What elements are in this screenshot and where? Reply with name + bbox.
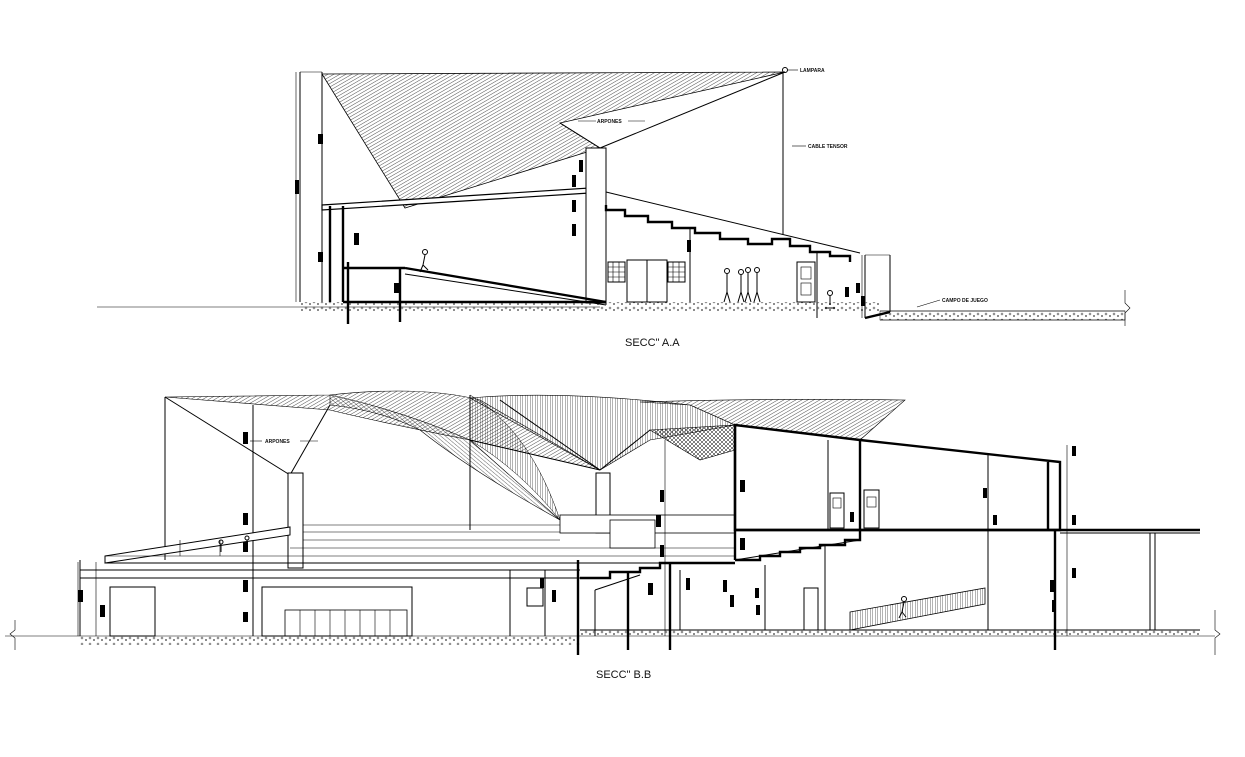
lamp-icon [782,67,788,73]
glazing-b [284,609,408,637]
ramp-railing-b [849,587,986,631]
label-trusses-a: ARPONES [597,119,622,125]
canopy-sail-b4 [639,399,906,441]
label-cable: CABLE TENSOR [808,144,848,150]
canopy-sail-a [321,71,786,209]
field-ground-a [879,310,1126,321]
section-b: ARPONES [5,390,1221,681]
canopy-sail-b2 [329,394,561,521]
section-a-title: SECC" A.A [625,337,680,349]
canopy-sail-b5 [649,424,736,461]
ground-strip-a [300,302,880,312]
people-figures-a [419,249,835,309]
label-lamp: LAMPARA [800,68,825,74]
person-figure-b [218,535,907,619]
label-field: CAMPO DE JUEGO [942,298,988,304]
label-trusses-b: ARPONES [265,439,290,445]
section-b-title: SECC" B.B [596,669,651,681]
ground-strip-b [80,636,580,645]
section-a: ARPONES LAMPARA CABLE TENSOR [97,67,1131,349]
right-building-b [733,423,1062,532]
